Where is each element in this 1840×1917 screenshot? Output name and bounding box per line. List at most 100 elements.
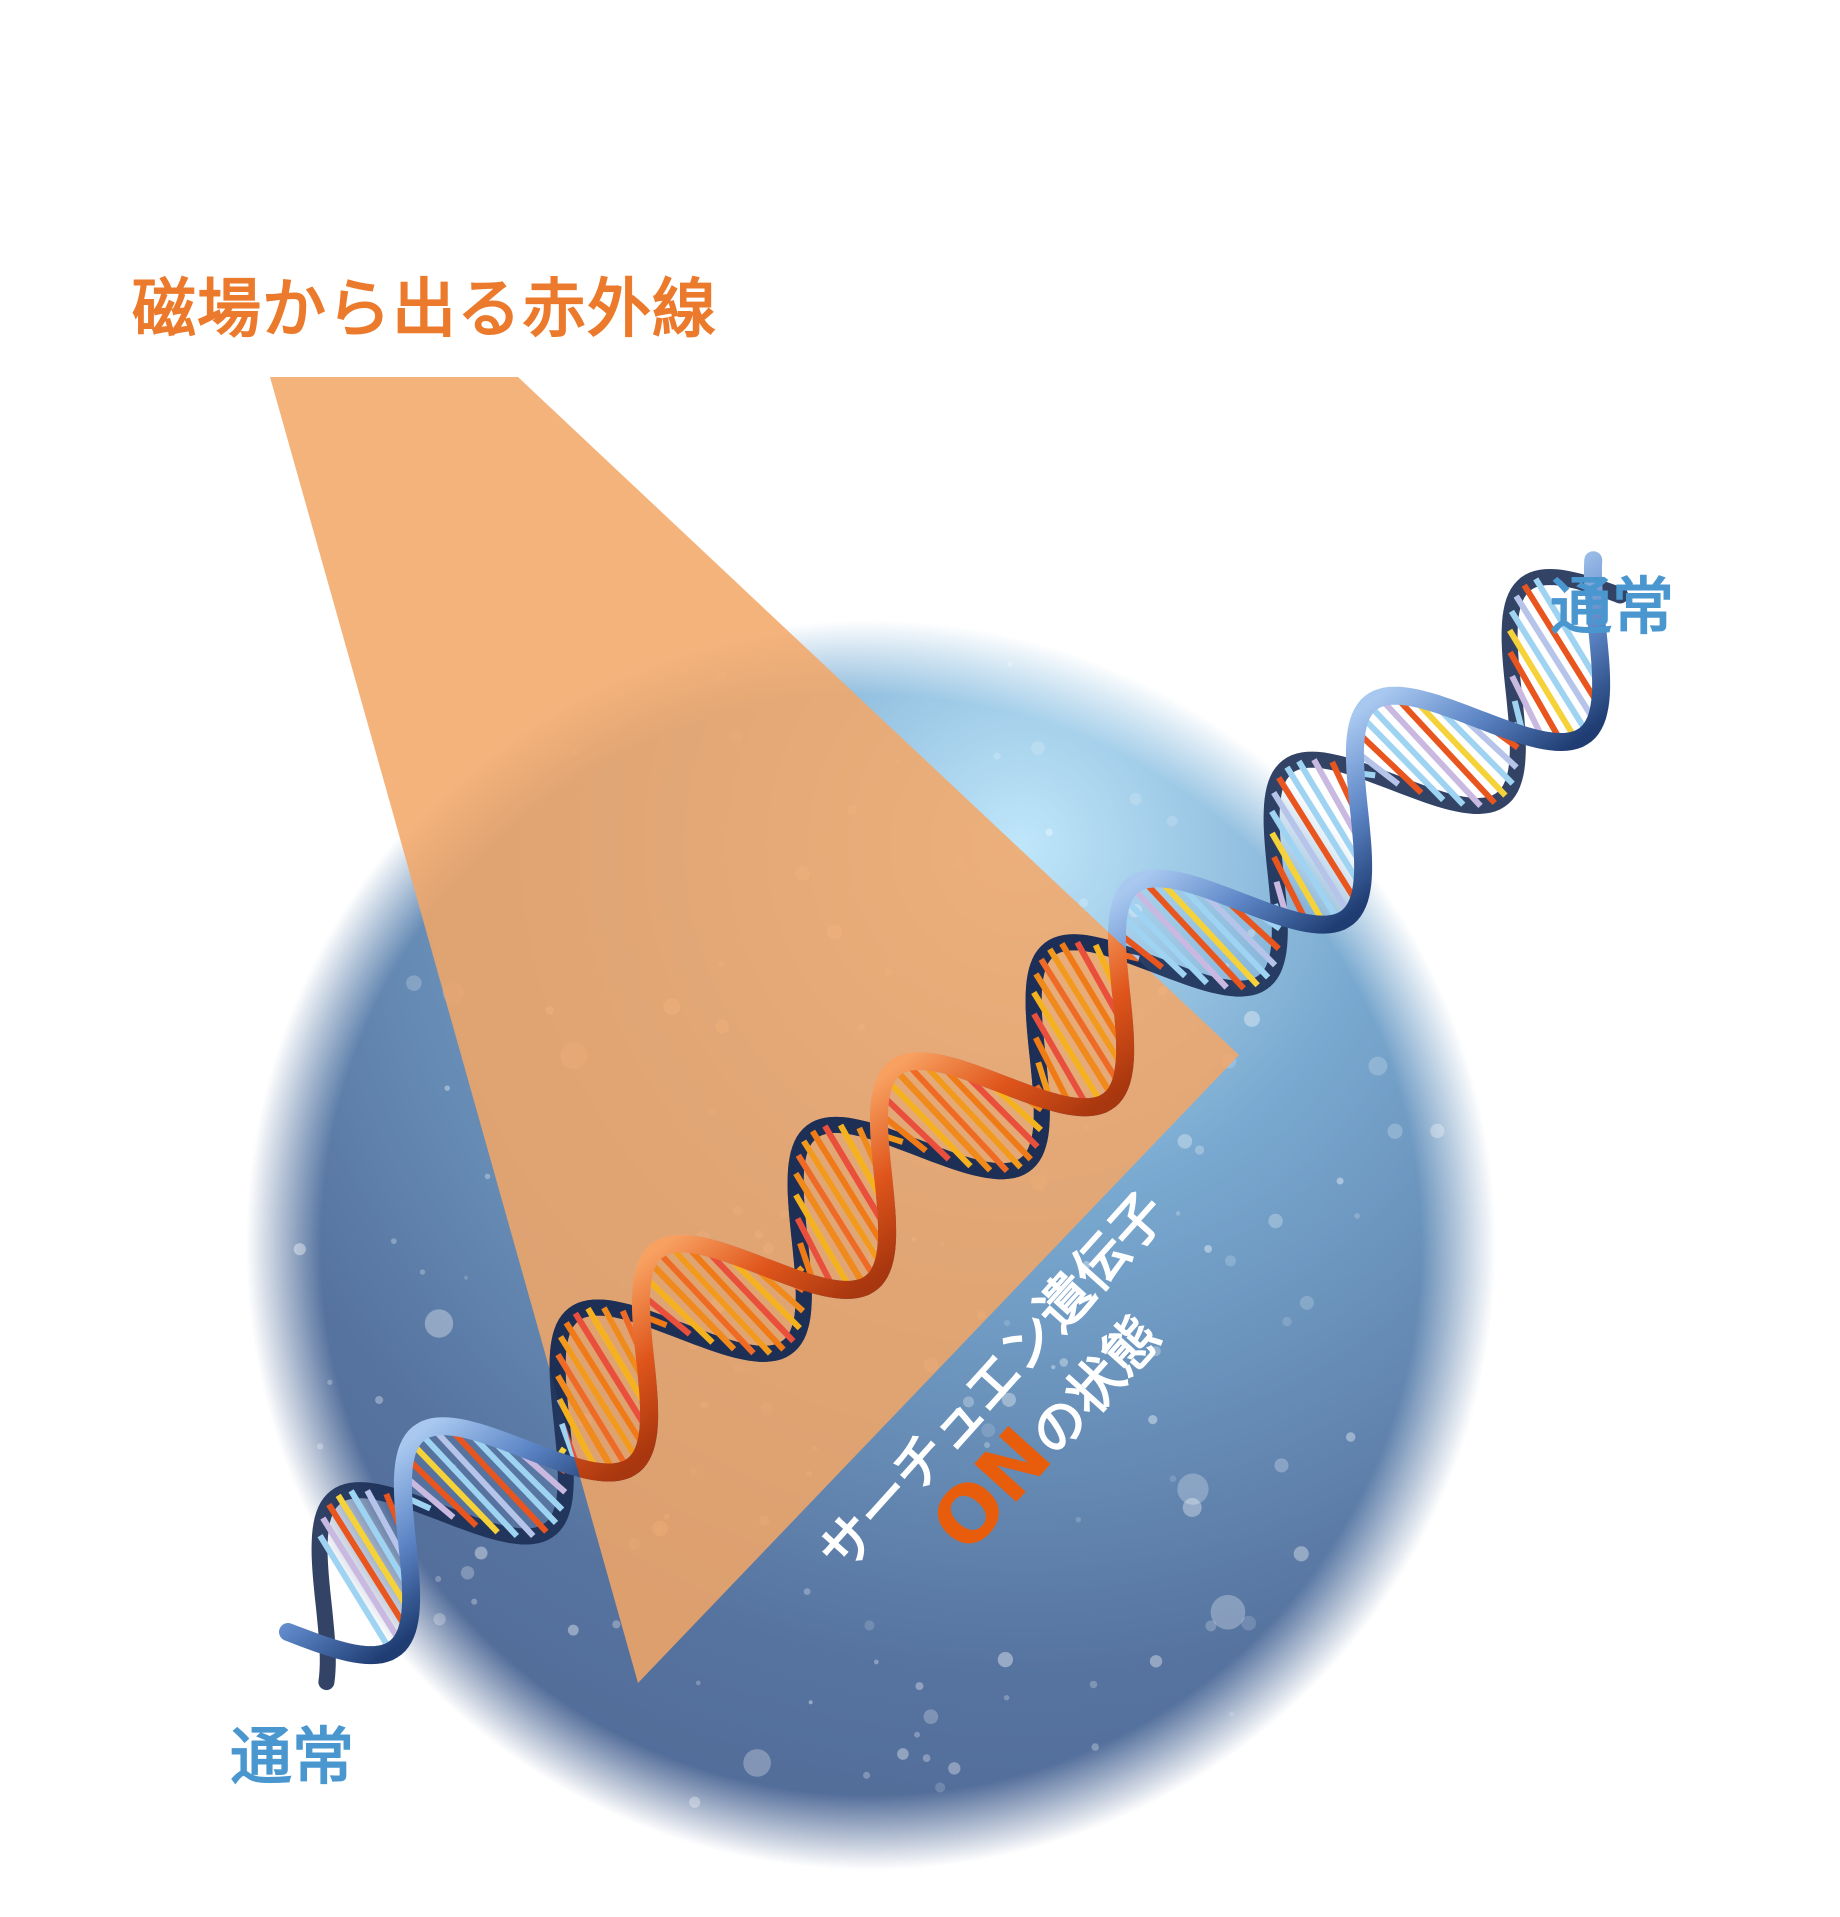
- bubble: [897, 1748, 909, 1760]
- bubble: [375, 1396, 384, 1405]
- base-pair: [937, 1061, 1033, 1162]
- base-pair: [794, 1217, 837, 1291]
- bubble: [803, 1588, 811, 1595]
- base-pair: [1033, 1036, 1074, 1108]
- base-pair: [801, 1139, 885, 1269]
- base-pair: [408, 1440, 500, 1535]
- bubble: [1354, 1212, 1361, 1219]
- bubble: [1003, 1694, 1010, 1701]
- bubble: [1149, 1655, 1163, 1668]
- bubble: [293, 1243, 306, 1256]
- base-pair: [1521, 583, 1603, 708]
- bubble: [1194, 1145, 1205, 1155]
- base-pair: [403, 1454, 479, 1528]
- bubble: [1031, 741, 1045, 755]
- bubble: [1059, 1358, 1069, 1367]
- bubble: [433, 1613, 446, 1626]
- bubble: [1229, 1711, 1235, 1717]
- base-pair: [795, 1153, 878, 1281]
- bubble: [997, 1651, 1014, 1668]
- base-pair: [1507, 650, 1564, 744]
- bubble: [743, 1749, 771, 1777]
- bubble: [1430, 1123, 1445, 1139]
- bubble: [1007, 661, 1013, 667]
- bubble: [474, 1546, 488, 1560]
- base-pair: [445, 1424, 549, 1534]
- bubble: [948, 1762, 961, 1775]
- base-pair: [1392, 693, 1497, 806]
- bubble: [962, 1396, 975, 1408]
- bubble: [1177, 1473, 1209, 1505]
- bubble: [316, 1443, 324, 1450]
- bubble: [1336, 1177, 1344, 1185]
- base-pair: [1140, 878, 1246, 991]
- bubble: [1075, 1517, 1082, 1523]
- base-pair: [641, 1273, 715, 1345]
- bubble: [1089, 1680, 1098, 1689]
- bubble: [1129, 792, 1142, 806]
- bubble: [873, 1659, 879, 1665]
- base-pair: [646, 1258, 737, 1352]
- base-pair: [666, 1242, 773, 1356]
- bubble: [935, 1782, 946, 1793]
- base-pair: [1513, 594, 1598, 724]
- bubble: [1225, 1255, 1237, 1267]
- bubble: [406, 975, 422, 991]
- bubble: [567, 1624, 579, 1636]
- base-pair: [892, 1066, 993, 1173]
- base-pair: [317, 1534, 394, 1653]
- bubble: [984, 1441, 991, 1448]
- normal-label-bottom: 通常: [230, 1720, 355, 1793]
- bubble: [1368, 1056, 1388, 1076]
- base-pair: [563, 1321, 648, 1450]
- normal-label-top: 通常: [1550, 570, 1675, 643]
- base-pair: [1031, 990, 1105, 1106]
- bubble: [923, 1709, 939, 1725]
- base-pair: [1358, 713, 1446, 803]
- bubble: [464, 1275, 469, 1280]
- bubble: [689, 1796, 701, 1808]
- base-pair: [1410, 695, 1508, 798]
- base-pair: [878, 1091, 951, 1162]
- base-pair: [1507, 628, 1579, 742]
- base-pair: [654, 1248, 756, 1356]
- bubble: [460, 1566, 475, 1580]
- infrared-title: 磁場から出る赤外線: [132, 273, 717, 347]
- base-pair: [903, 1060, 1010, 1174]
- base-pair: [809, 1129, 889, 1252]
- bubble: [1241, 1615, 1256, 1631]
- base-pair: [1059, 942, 1128, 1051]
- bubble: [1182, 1498, 1202, 1517]
- bubble: [1268, 1213, 1283, 1229]
- base-pair: [556, 1397, 600, 1474]
- bubble: [1387, 1123, 1403, 1139]
- base-pair: [464, 1427, 559, 1526]
- bubble: [435, 1575, 442, 1583]
- bubble: [612, 1620, 621, 1629]
- base-pair: [793, 1171, 868, 1289]
- bubble: [808, 1700, 813, 1705]
- bubble: [424, 1309, 454, 1338]
- base-pair: [1269, 831, 1328, 927]
- base-pair: [555, 1353, 631, 1471]
- base-pair: [1296, 759, 1366, 870]
- base-pair: [1354, 729, 1424, 795]
- base-pair: [1129, 884, 1229, 990]
- bubble: [1244, 1011, 1260, 1027]
- bubble: [419, 1269, 426, 1275]
- base-pair: [1031, 1012, 1091, 1109]
- base-pair: [572, 1311, 651, 1433]
- base-pair: [1116, 910, 1188, 979]
- bubble: [863, 1771, 871, 1779]
- base-pair: [585, 1306, 652, 1413]
- base-pair: [883, 1076, 973, 1169]
- bubble: [864, 1620, 875, 1631]
- bubble: [1082, 1260, 1091, 1269]
- base-pair: [1377, 695, 1483, 808]
- bubble: [1274, 1458, 1289, 1473]
- bubble: [1299, 1295, 1314, 1310]
- base-pair: [822, 1124, 890, 1232]
- bubble: [1166, 815, 1178, 827]
- base-pair: [1271, 855, 1310, 925]
